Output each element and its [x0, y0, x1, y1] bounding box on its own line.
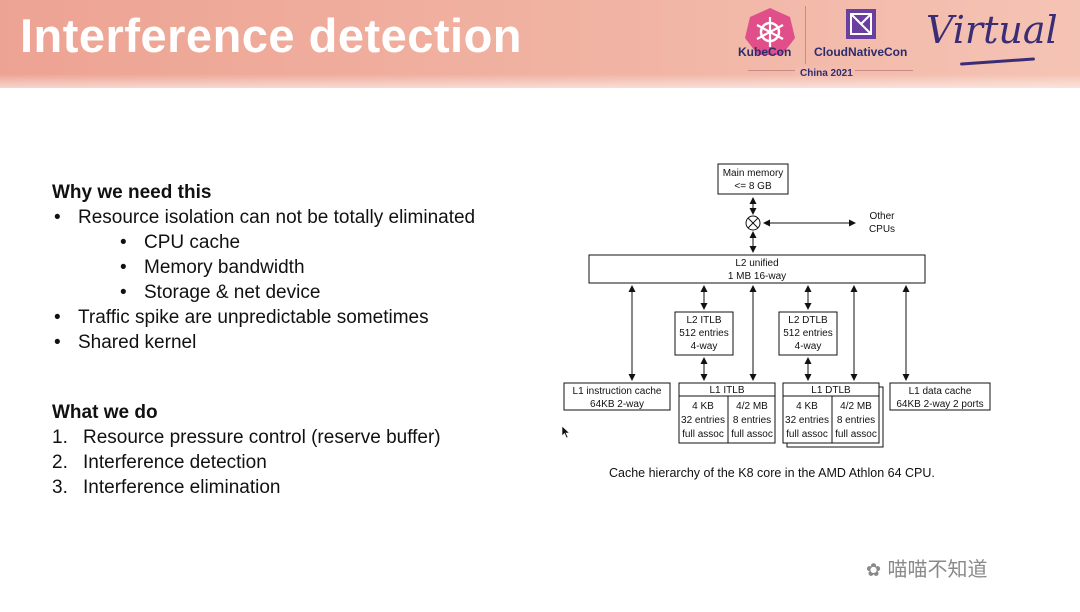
l1-itlb-4k-assoc: full assoc — [682, 429, 724, 440]
main-memory-size: <= 8 GB — [734, 181, 772, 192]
step-item: 2.Interference detection — [52, 452, 267, 473]
l1-itlb-2m-assoc: full assoc — [731, 429, 773, 440]
step-item: 3.Interference elimination — [52, 477, 281, 498]
cache-hierarchy-diagram: Main memory <= 8 GB Other CPUs L2 unifie… — [563, 163, 991, 448]
l2-unified-label: L2 unified — [735, 258, 778, 269]
kubecon-label: KubeCon — [738, 45, 792, 59]
l1-itlb-2m: 4/2 MB — [736, 401, 768, 412]
mouse-cursor-icon — [561, 425, 571, 439]
l2-itlb-way: 4-way — [691, 341, 718, 352]
other-cpus-label2: CPUs — [869, 224, 895, 235]
china-2021-label: China 2021 — [800, 68, 853, 79]
l1-icache-size: 64KB 2-way — [590, 399, 644, 410]
heading-what: What we do — [52, 402, 158, 423]
main-memory-label: Main memory — [723, 168, 784, 179]
virtual-logo-text: Virtual — [926, 8, 1058, 52]
cncf-logo-icon — [846, 9, 876, 39]
step-item: 1.Resource pressure control (reserve buf… — [52, 427, 441, 448]
cloudnativecon-label: CloudNativeCon — [814, 45, 908, 59]
l1-dtlb-2m: 4/2 MB — [840, 401, 872, 412]
l2-dtlb-way: 4-way — [795, 341, 822, 352]
sub-bullet-item: •CPU cache — [120, 232, 241, 253]
bullet-icon: • — [120, 232, 127, 253]
bullet-icon: • — [54, 207, 61, 228]
bullet-icon: • — [120, 257, 127, 278]
heading-why: Why we need this — [52, 182, 212, 203]
sub-bullet-item: •Memory bandwidth — [120, 257, 305, 278]
l2-itlb-label: L2 ITLB — [686, 315, 721, 326]
bullet-item: •Traffic spike are unpredictable sometim… — [54, 307, 429, 328]
l2-dtlb-label: L2 DTLB — [788, 315, 828, 326]
l1-itlb-label: L1 ITLB — [709, 385, 744, 396]
l1-itlb-4k-entries: 32 entries — [681, 415, 725, 426]
other-cpus-label: Other — [869, 211, 895, 222]
l1-dtlb-4k-assoc: full assoc — [786, 429, 828, 440]
sub-bullet-item: •Storage & net device — [120, 282, 321, 303]
watermark-text: ✿ 喵喵不知道 — [866, 557, 988, 581]
l1-dtlb-label: L1 DTLB — [811, 385, 851, 396]
sub-bullet-list: •CPU cache •Memory bandwidth •Storage & … — [78, 230, 532, 305]
bullet-item: •Shared kernel — [54, 332, 197, 353]
steps-list: 1.Resource pressure control (reserve buf… — [52, 425, 441, 500]
l1-dtlb-2m-entries: 8 entries — [837, 415, 875, 426]
header-banner: Interference detection KubeCon CloudNati… — [0, 0, 1080, 88]
bullet-item: •Resource isolation can not be totally e… — [52, 205, 532, 305]
l1-dtlb-2m-assoc: full assoc — [835, 429, 877, 440]
l1-itlb-4k: 4 KB — [692, 401, 714, 412]
l1-dcache-label: L1 data cache — [909, 386, 972, 397]
l1-icache-label: L1 instruction cache — [573, 386, 662, 397]
diagram-caption: Cache hierarchy of the K8 core in the AM… — [609, 466, 935, 480]
l2-dtlb-entries: 512 entries — [783, 328, 832, 339]
bullet-icon: • — [120, 282, 127, 303]
slide-title: Interference detection — [20, 9, 523, 62]
l1-dtlb-4k-entries: 32 entries — [785, 415, 829, 426]
l1-dcache-size: 64KB 2-way 2 ports — [896, 399, 983, 410]
l1-itlb-2m-entries: 8 entries — [733, 415, 771, 426]
kubernetes-logo-icon — [745, 8, 795, 55]
left-text-column: Why we need this •Resource isolation can… — [52, 180, 532, 498]
l1-dtlb-4k: 4 KB — [796, 401, 818, 412]
virtual-underline — [959, 57, 1036, 66]
why-bullet-list: •Resource isolation can not be totally e… — [52, 205, 532, 355]
bullet-icon: • — [54, 332, 61, 353]
l2-unified-size: 1 MB 16-way — [728, 271, 786, 282]
l2-itlb-entries: 512 entries — [679, 328, 728, 339]
wechat-logo-icon: ✿ — [866, 560, 882, 581]
logo-divider — [805, 6, 806, 64]
bullet-icon: • — [54, 307, 61, 328]
